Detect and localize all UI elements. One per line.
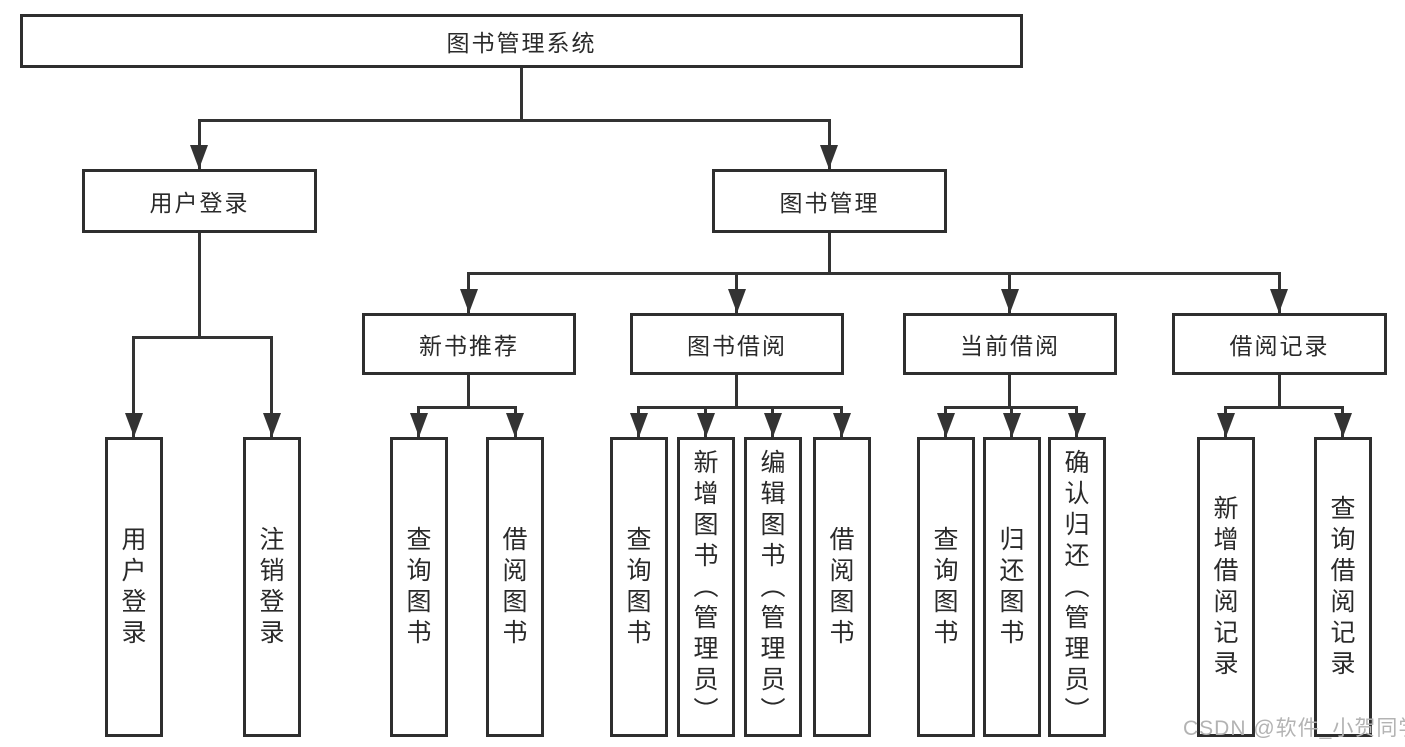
arrow-down-icon: [1003, 413, 1021, 437]
node-label: 查询图书: [406, 526, 432, 647]
leaf-query-book-recommend: 查询图书: [390, 437, 448, 737]
leaf-edit-book-admin: 编辑图书︵管理员︶: [744, 437, 802, 737]
leaf-confirm-return-admin: 确认归还︵管理员︶: [1048, 437, 1106, 737]
node-label: 查询图书: [626, 526, 652, 647]
node-label: 用户登录: [121, 526, 147, 647]
arrow-down-icon: [820, 145, 838, 169]
leaf-query-book-current: 查询图书: [917, 437, 975, 737]
node-new-book-recommend: 新书推荐: [362, 313, 576, 375]
node-label: 注销登录: [259, 526, 285, 647]
node-label: 图书管理: [779, 190, 880, 216]
connector-line: [198, 119, 201, 169]
connector-line: [270, 336, 273, 437]
node-label: 新增图书︵管理员︶: [693, 448, 719, 725]
node-label: 借阅记录: [1229, 333, 1330, 359]
leaf-user-login: 用户登录: [105, 437, 163, 737]
arrow-down-icon: [728, 289, 746, 313]
connector-line: [198, 119, 831, 122]
arrow-down-icon: [1334, 413, 1352, 437]
connector-line: [735, 375, 738, 406]
arrow-down-icon: [1068, 413, 1086, 437]
arrow-down-icon: [833, 413, 851, 437]
arrow-down-icon: [190, 145, 208, 169]
node-label: 查询借阅记录: [1330, 495, 1356, 678]
connector-line: [467, 375, 470, 406]
leaf-query-borrow-record: 查询借阅记录: [1314, 437, 1372, 737]
node-borrow-records: 借阅记录: [1172, 313, 1387, 375]
leaf-return-book: 归还图书: [983, 437, 1041, 737]
leaf-borrow-book: 借阅图书: [813, 437, 871, 737]
node-library-management-system: 图书管理系统: [20, 14, 1023, 68]
connector-line: [1224, 406, 1344, 409]
node-label: 归还图书: [999, 526, 1025, 647]
arrow-down-icon: [125, 413, 143, 437]
leaf-borrow-book-recommend: 借阅图书: [486, 437, 544, 737]
connector-line: [467, 272, 1281, 275]
node-label: 确认归还︵管理员︶: [1064, 448, 1090, 725]
arrow-down-icon: [263, 413, 281, 437]
arrow-down-icon: [460, 289, 478, 313]
connector-line: [132, 336, 273, 339]
leaf-query-book-borrow: 查询图书: [610, 437, 668, 737]
arrow-down-icon: [1217, 413, 1235, 437]
node-label: 图书管理系统: [446, 30, 597, 56]
leaf-logout: 注销登录: [243, 437, 301, 737]
node-label: 用户登录: [149, 190, 250, 216]
csdn-watermark: CSDN @软件_小贺同学: [1183, 717, 1405, 740]
connector-line: [828, 233, 831, 272]
node-label: 借阅图书: [829, 526, 855, 647]
node-label: 借阅图书: [502, 526, 528, 647]
connector-line: [417, 406, 517, 409]
node-label: 编辑图书︵管理员︶: [760, 448, 786, 725]
node-label: 图书借阅: [687, 333, 787, 359]
connector-line: [828, 119, 831, 169]
node-user-login: 用户登录: [82, 169, 317, 233]
connector-line: [198, 233, 201, 336]
node-label: 新书推荐: [419, 333, 519, 359]
leaf-add-borrow-record: 新增借阅记录: [1197, 437, 1255, 737]
arrow-down-icon: [506, 413, 524, 437]
arrow-down-icon: [1001, 289, 1019, 313]
connector-line: [1008, 375, 1011, 406]
node-book-management: 图书管理: [712, 169, 947, 233]
node-label: 当前借阅: [960, 333, 1060, 359]
arrow-down-icon: [1270, 289, 1288, 313]
connector-line: [637, 406, 843, 409]
connector-line: [132, 336, 135, 437]
node-label: 查询图书: [933, 526, 959, 647]
connector-line: [1278, 375, 1281, 406]
leaf-add-book-admin: 新增图书︵管理员︶: [677, 437, 735, 737]
arrow-down-icon: [764, 413, 782, 437]
node-current-borrow: 当前借阅: [903, 313, 1117, 375]
arrow-down-icon: [630, 413, 648, 437]
node-label: 新增借阅记录: [1213, 495, 1239, 678]
connector-line: [520, 68, 523, 122]
arrow-down-icon: [937, 413, 955, 437]
arrow-down-icon: [410, 413, 428, 437]
arrow-down-icon: [697, 413, 715, 437]
node-book-borrow: 图书借阅: [630, 313, 844, 375]
